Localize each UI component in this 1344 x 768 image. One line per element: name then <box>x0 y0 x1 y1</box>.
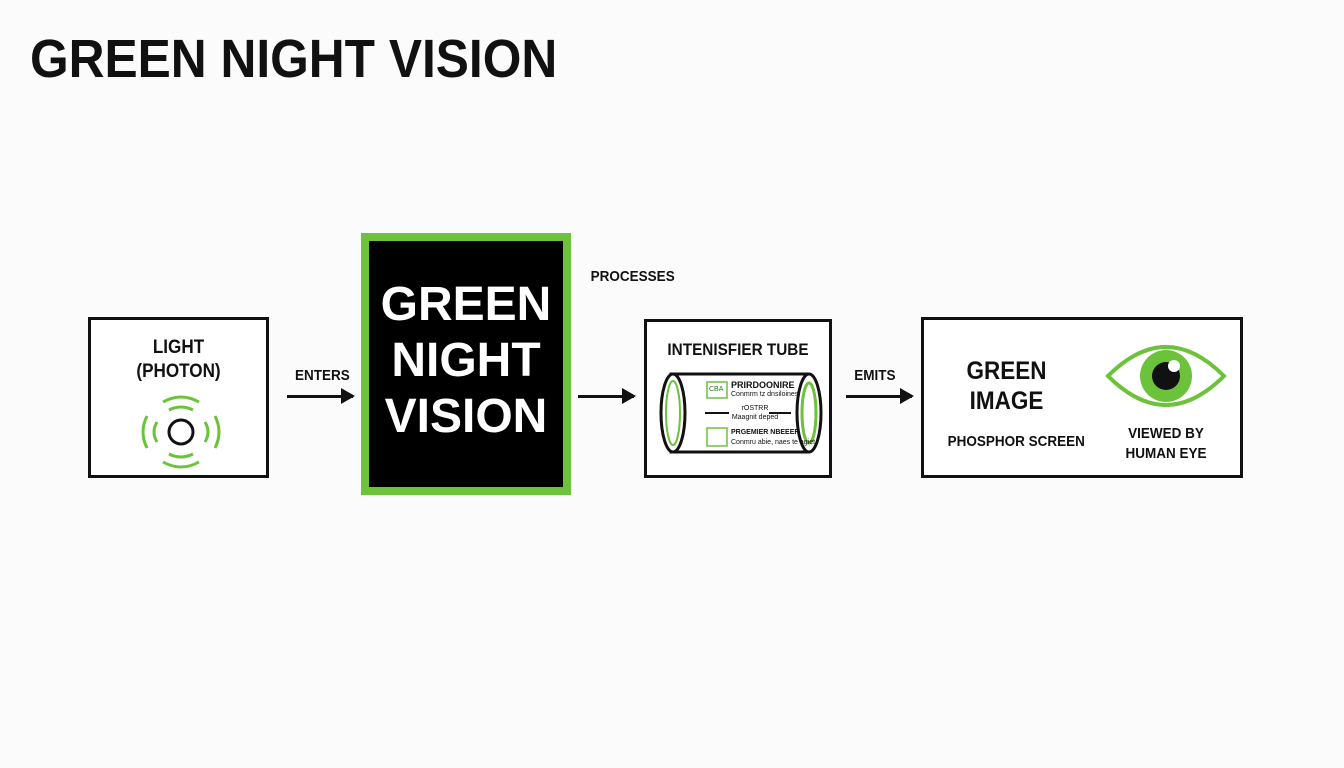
eye-icon <box>1105 345 1227 407</box>
center-line2: NIGHT <box>391 334 541 387</box>
center-line1: GREEN <box>380 278 552 331</box>
eye-line1: VIEWED BY <box>1128 425 1204 442</box>
row2-title: rOSTRR <box>741 405 769 412</box>
photon-waves-icon <box>141 395 221 469</box>
center-line3: VISION <box>384 390 548 443</box>
row1-sub: Conmrm tz dnsiloines <box>731 391 799 398</box>
row1-title: PRIRDOONIRE <box>731 380 795 390</box>
tube-row2: rOSTRR Maagnit deped <box>725 404 785 422</box>
row3-title: PRGEMIER NBEEER <box>731 429 800 436</box>
tube-title: INTENISFIER TUBE <box>667 340 809 359</box>
emits-label: EMITS <box>854 367 896 384</box>
eye-line2: HUMAN EYE <box>1125 445 1207 462</box>
arrow-processes <box>578 388 636 404</box>
page-title: GREEN NIGHT VISION <box>30 29 558 89</box>
light-line1: LIGHT <box>152 337 205 358</box>
enters-label: ENTERS <box>295 367 350 384</box>
row2-sub: Maagnit deped <box>731 414 779 421</box>
row3-sub: Conmru abie, naes te agiet <box>731 439 816 446</box>
tube-row3: PRGEMIER NBEEER Conmru abie, naes te agi… <box>731 428 827 448</box>
arrow-enters <box>287 388 355 404</box>
viewed-by-label: VIEWED BY HUMAN EYE <box>1110 424 1222 464</box>
tube-badge: CBA <box>709 386 724 393</box>
arrow-emits <box>846 388 914 404</box>
phosphor-screen-label: PHOSPHOR SCREEN <box>947 433 1085 450</box>
light-label: LIGHT (PHOTON) <box>100 336 258 384</box>
output-line2: IMAGE <box>969 387 1044 415</box>
light-box: LIGHT (PHOTON) <box>88 317 269 478</box>
intensifier-tube-box: INTENISFIER TUBE CBA PRIRDOONIRE Conmrm … <box>644 319 832 478</box>
output-box: GREEN IMAGE PHOSPHOR SCREEN VIEWED BY HU… <box>921 317 1243 478</box>
center-box: GREEN NIGHT VISION <box>361 233 571 495</box>
light-line2: (PHOTON) <box>136 361 221 382</box>
tube-row1: PRIRDOONIRE Conmrm tz dnsiloines <box>731 380 821 400</box>
processes-label: PROCESSES <box>590 268 675 285</box>
tube-icon <box>659 372 823 454</box>
green-image-label: GREEN IMAGE <box>932 356 1081 416</box>
output-line1: GREEN <box>966 357 1047 385</box>
